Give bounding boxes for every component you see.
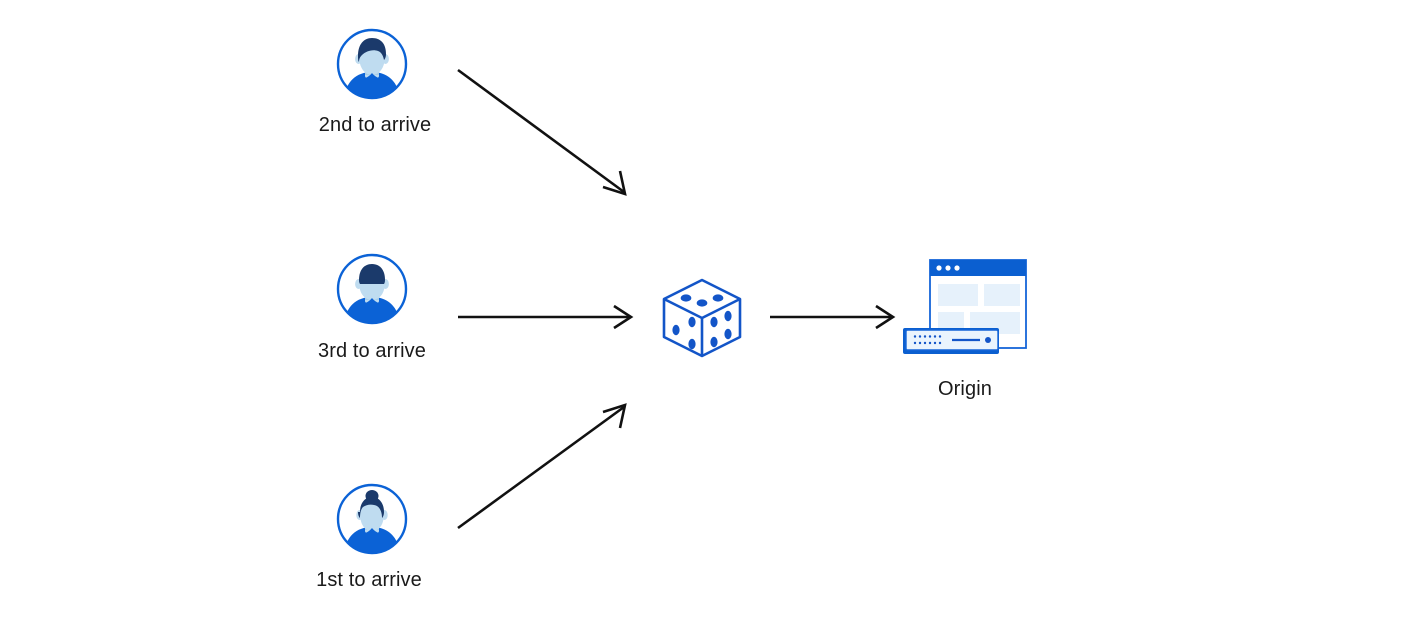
user-avatar-icon xyxy=(336,253,408,325)
origin-label: Origin xyxy=(938,378,992,400)
server-device-icon xyxy=(903,328,999,354)
arrow-dice-to-origin xyxy=(770,304,896,330)
client-node-2nd[interactable] xyxy=(334,26,410,102)
client-label-2nd: 2nd to arrive xyxy=(318,114,432,136)
client-label-1st: 1st to arrive xyxy=(316,569,422,591)
client-node-1st[interactable] xyxy=(334,481,410,557)
origin-node[interactable] xyxy=(898,258,1028,368)
user-avatar-icon xyxy=(336,28,408,100)
client-node-3rd[interactable] xyxy=(334,251,410,327)
arrow-3rd-to-dice xyxy=(458,304,634,330)
arrow-1st-to-dice xyxy=(457,403,627,530)
origin-server-icon xyxy=(903,259,1027,354)
user-avatar-icon xyxy=(336,483,408,555)
randomizer-node[interactable] xyxy=(656,272,748,364)
dice-icon xyxy=(662,278,742,358)
client-label-3rd: 3rd to arrive xyxy=(317,340,426,362)
